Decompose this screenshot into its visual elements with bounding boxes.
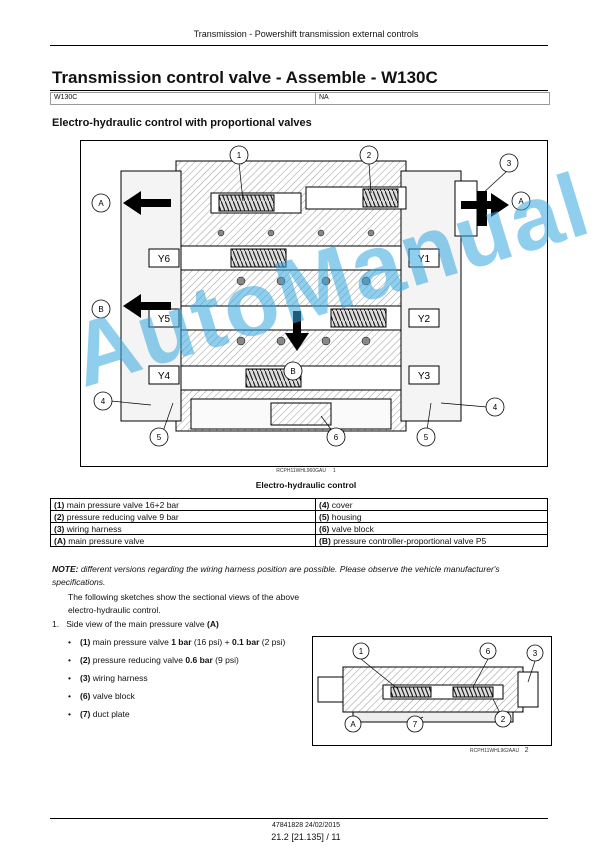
figure1-caption: Electro-hydraulic control (255, 480, 357, 490)
page-title: Transmission control valve - Assemble - … (52, 68, 438, 87)
fig2-callout-1: 1 (359, 647, 364, 656)
fig2-callout-7: 7 (413, 720, 418, 729)
step-1: 1. Side view of the main pressure valve … (52, 619, 219, 629)
list-item: (6) valve block (68, 690, 328, 702)
note-label: NOTE: (52, 564, 79, 574)
footer-page-number: 21.2 [21.135] / 11 (271, 832, 341, 842)
figure1-code-line: RCPH11WHL960GAU 1 (0, 468, 612, 474)
callout-4-right: 4 (493, 403, 498, 412)
valve-label-y4: Y4 (158, 371, 171, 382)
valve-label-y5: Y5 (158, 314, 171, 325)
valve-label-y6: Y6 (158, 254, 171, 265)
valve-label-y2: Y2 (418, 314, 431, 325)
model-info-bar: W130C NA (50, 92, 550, 105)
figure-electro-hydraulic-control: Y6 Y5 Y4 Y1 Y2 Y3 (80, 140, 548, 467)
callout-a-right: A (518, 197, 524, 206)
footer-rule (50, 818, 548, 819)
intro-paragraph: The following sketches show the sectiona… (68, 592, 300, 615)
model-code: W130C (51, 93, 316, 104)
list-item: (2) pressure reducing valve 0.6 bar (9 p… (68, 654, 328, 666)
callout-a-left: A (98, 199, 104, 208)
fig2-callout-a: A (350, 720, 356, 729)
legend-table: (1) main pressure valve 16+2 bar (4) cov… (50, 498, 548, 547)
callout-1: 1 (237, 151, 242, 160)
table-row: (3) wiring harness (6) valve block (50, 522, 548, 535)
note-text: different versions regarding the wiring … (52, 564, 500, 587)
list-item: (7) duct plate (68, 708, 328, 720)
valve-label-y3: Y3 (418, 371, 431, 382)
figure1-number: 1 (332, 468, 336, 474)
callout-5-right: 5 (424, 433, 429, 442)
header-rule (50, 45, 548, 46)
table-row: (2) pressure reducing valve 9 bar (5) ho… (50, 510, 548, 523)
figure2-code: RCPH11WHL962AAU (470, 748, 520, 754)
running-header: Transmission - Powershift transmission e… (193, 29, 419, 39)
figure2-number: 2 (524, 747, 529, 754)
footer-doc-number: 47841828 24/02/2015 (271, 822, 341, 829)
callout-b-left: B (98, 305, 103, 314)
callout-3: 3 (507, 159, 512, 168)
table-row: (A) main pressure valve (B) pressure con… (50, 534, 548, 547)
fig2-callout-6: 6 (486, 647, 491, 656)
callout-b-center: B (290, 367, 295, 376)
list-item: (1) main pressure valve 1 bar (16 psi) +… (68, 636, 328, 648)
model-value: NA (319, 94, 329, 101)
fig2-callout-3: 3 (533, 649, 538, 658)
callout-4-left: 4 (101, 397, 106, 406)
fig2-callout-2: 2 (501, 715, 506, 724)
callout-5-left: 5 (157, 433, 162, 442)
list-item: (3) wiring harness (68, 672, 328, 684)
callout-6: 6 (334, 433, 339, 442)
figure1-code: RCPH11WHL960GAU (276, 468, 326, 474)
component-list: (1) main pressure valve 1 bar (16 psi) +… (68, 636, 328, 726)
note: NOTE: different versions regarding the w… (52, 563, 548, 589)
section-title: Electro-hydraulic control with proportio… (52, 117, 312, 129)
figure-main-pressure-valve-side-view: 1 6 3 A 7 2 (312, 636, 552, 746)
valve-label-y1: Y1 (418, 254, 431, 265)
figure2-code-line: RCPH11WHL962AAU 2 (470, 747, 529, 754)
callout-2: 2 (367, 151, 372, 160)
table-row: (1) main pressure valve 16+2 bar (4) cov… (50, 498, 548, 511)
title-rule (50, 90, 548, 91)
